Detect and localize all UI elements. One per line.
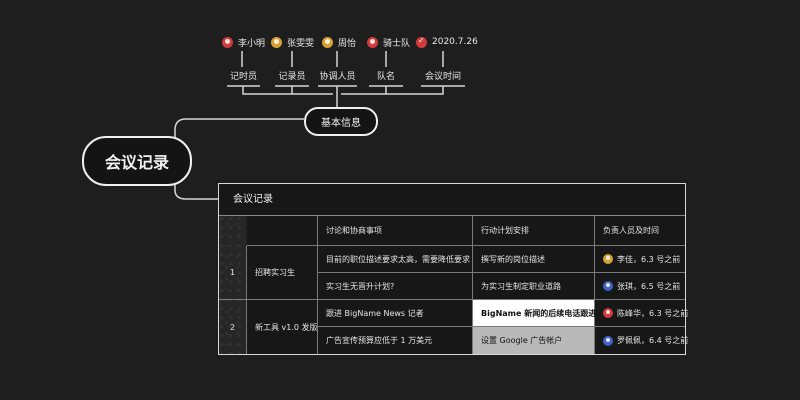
checkmark-icon bbox=[416, 36, 427, 48]
owner-text: 陈峰华，6.3 号之前 bbox=[617, 308, 689, 318]
participant-2: 张雯雯 bbox=[271, 34, 314, 50]
header-owner: 负责人员及时间 bbox=[595, 216, 685, 246]
participant-name: 周怡 bbox=[338, 38, 357, 49]
owner-text: 李佳，6.3 号之前 bbox=[617, 254, 681, 264]
owner-text: 张琪，6.5 号之前 bbox=[617, 281, 681, 291]
role-label: 记时员 bbox=[229, 72, 257, 82]
role-label: 协调人员 bbox=[319, 72, 356, 82]
owner-cell: 李佳，6.3 号之前 bbox=[595, 246, 685, 273]
participant-3: 周怡 bbox=[322, 34, 356, 50]
owner-cell: 陈峰华，6.3 号之前 bbox=[595, 300, 689, 327]
meeting-table: 会议记录 讨论和协商事项 行动计划安排 负责人员及时间 1 招聘实习生 2 新工… bbox=[218, 183, 689, 355]
avatar-icon bbox=[271, 36, 282, 48]
participant-name: 李小明 bbox=[238, 38, 266, 49]
avatar-icon bbox=[322, 36, 333, 48]
row-stripe bbox=[219, 216, 247, 354]
participant-name: 骑士队 bbox=[383, 38, 411, 49]
issue-cell: 目前的职位描述要求太高，需要降低要求 bbox=[318, 246, 473, 273]
participant-1: 李小明 bbox=[222, 34, 265, 50]
role-label: 记录员 bbox=[278, 72, 306, 82]
issue-cell: 广告宣传预算应低于 1 万美元 bbox=[318, 327, 473, 354]
avatar-icon bbox=[367, 36, 378, 48]
table-title: 会议记录 bbox=[219, 184, 685, 216]
group-index: 1 bbox=[219, 246, 247, 300]
action-cell-highlighted: BigName 新闻的后续电话跟进 bbox=[473, 300, 596, 327]
action-cell: 为实习生制定职业道路 bbox=[473, 273, 595, 300]
header-blank bbox=[247, 216, 318, 246]
group-topic: 新工具 v1.0 发版 bbox=[247, 300, 318, 354]
issue-cell: 实习生无晋升计划? bbox=[318, 273, 473, 300]
basic-info-node[interactable]: 基本信息 bbox=[304, 107, 378, 136]
root-node[interactable]: 会议记录 bbox=[82, 136, 192, 186]
role-label: 会议时间 bbox=[424, 72, 461, 82]
action-cell-highlighted: 设置 Google 广告帐户 bbox=[473, 327, 595, 354]
participant-4: 骑士队 bbox=[367, 34, 410, 50]
owner-cell: 张琪，6.5 号之前 bbox=[595, 273, 685, 300]
participant-name: 张雯雯 bbox=[287, 38, 315, 49]
avatar-icon bbox=[222, 36, 233, 48]
header-action: 行动计划安排 bbox=[473, 216, 595, 246]
group-index: 2 bbox=[219, 300, 247, 354]
role-label: 队名 bbox=[376, 72, 395, 82]
issue-cell: 跟进 BigName News 记者 bbox=[318, 300, 473, 327]
header-issue: 讨论和协商事项 bbox=[318, 216, 473, 246]
group-topic: 招聘实习生 bbox=[247, 246, 318, 300]
avatar-icon bbox=[603, 335, 613, 346]
avatar-icon bbox=[603, 281, 613, 291]
action-cell: 撰写新的岗位描述 bbox=[473, 246, 595, 273]
meeting-date: 2020.7.26 bbox=[416, 34, 478, 50]
owner-cell: 罗佩佩，6.4 号之前 bbox=[595, 327, 689, 354]
avatar-icon bbox=[603, 308, 613, 318]
avatar-icon bbox=[603, 254, 613, 264]
owner-text: 罗佩佩，6.4 号之前 bbox=[617, 336, 689, 345]
meeting-date-text: 2020.7.26 bbox=[432, 37, 478, 47]
